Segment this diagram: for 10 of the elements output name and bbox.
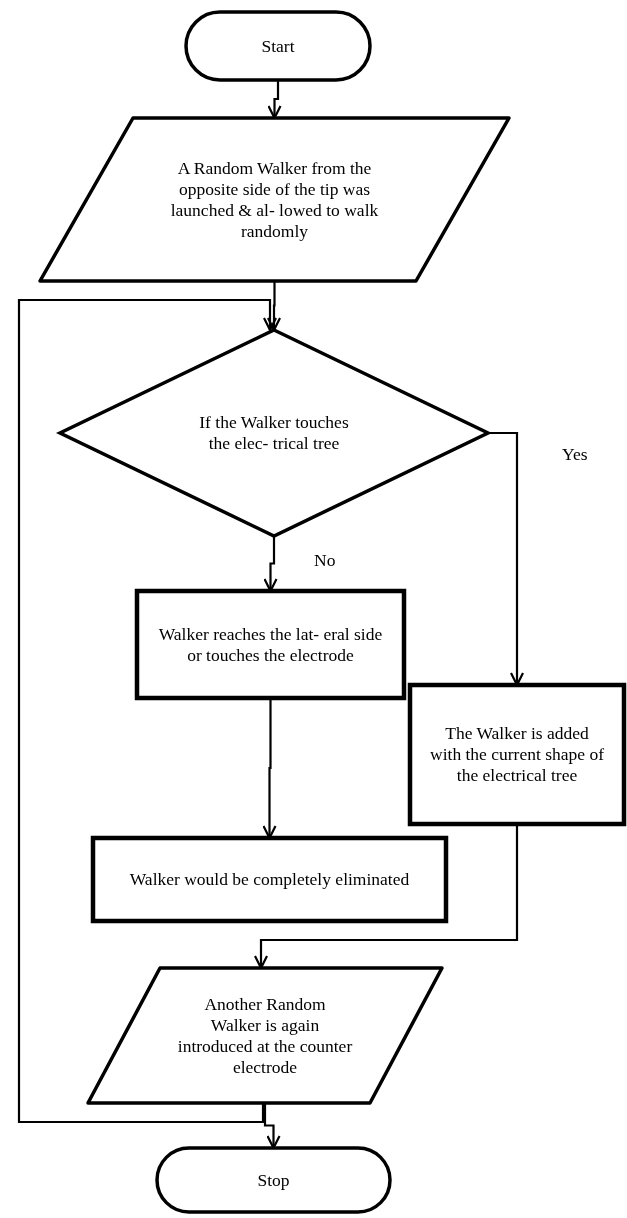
node-text: Another Random Walker is again introduced at the counter electrode <box>177 993 353 1078</box>
node-text: Stop <box>257 1169 290 1191</box>
node-text: If the Walker touches the elec- trical tree <box>198 412 350 454</box>
node-text: A Random Walker from the opposite side of the tip was launched & al- lowed to walk randomly <box>169 157 380 242</box>
node-text: The Walker is added with the current shape of the electrical tree <box>429 723 605 786</box>
arrow <box>17 298 278 1124</box>
node-text: Walker would be completely eliminated <box>129 869 410 890</box>
node-text: Walker reaches the lat- eral side or touches the electrode <box>157 623 384 666</box>
node-text: Start <box>261 35 295 57</box>
arrow <box>266 281 282 332</box>
